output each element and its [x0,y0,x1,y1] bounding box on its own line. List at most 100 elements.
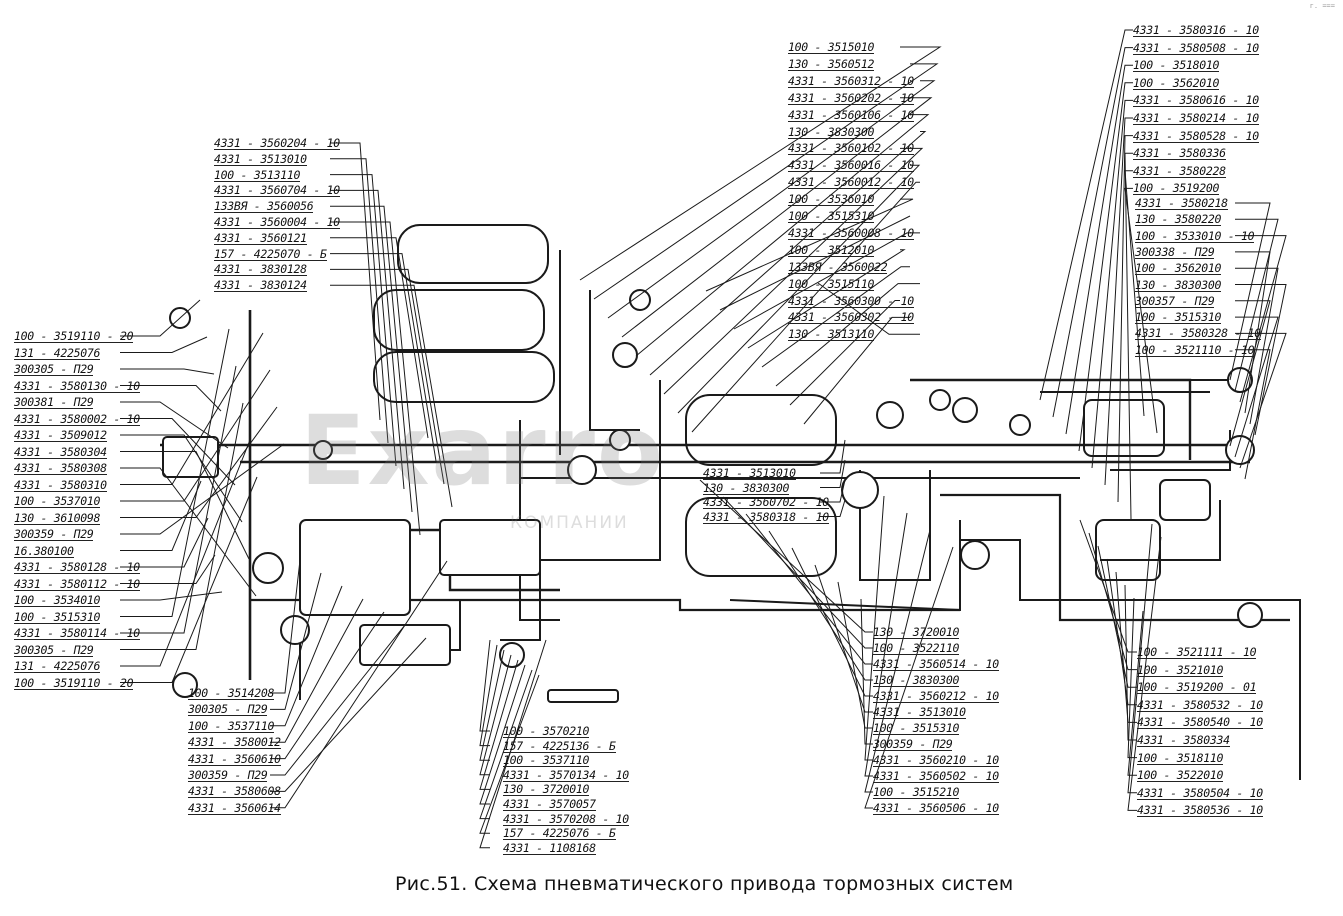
leader-line [1117,135,1133,503]
leader-line [635,114,930,357]
leader-line [1124,584,1137,741]
part-label: 4331 - 3560008 - 10 [788,225,914,240]
part-label: 4331 - 3560702 - 10 [703,495,829,509]
leader-line [705,198,914,292]
part-label: 300305 - П29 [14,642,94,657]
part-label: 100 - 3515310 [1135,310,1222,325]
part-label: 130 - 3580220 [1135,212,1222,227]
part-label: 4331 - 3560202 - 10 [788,90,914,105]
part-label: 300357 - П29 [1135,293,1215,308]
leader-line [649,131,927,376]
valve [1009,414,1031,436]
air-tank [373,289,545,351]
valve [876,401,904,429]
part-label: 4331 - 3560502 - 10 [873,769,999,783]
leader-line [775,283,920,387]
leader-line [1078,82,1133,452]
leader-line [330,253,437,462]
valve-block [162,436,219,478]
valve [172,672,198,698]
part-label: 4331 - 3580128 - 10 [14,560,140,574]
leader-line [330,284,453,508]
leader-line [330,174,397,467]
leader-line [722,496,873,649]
leader-line [120,591,223,601]
part-label: 100 - 3537110 [188,718,275,733]
part-label: 4331 - 3570057 [503,797,596,811]
part-label: 130 - 3830300 [873,673,960,687]
valve [499,642,525,668]
part-label: 300359 - П29 [188,768,268,782]
part-label: 100 - 3515310 [14,609,101,624]
part-label: 4331 - 3830124 [214,278,307,293]
leader-line [1124,152,1133,520]
main-pipe [500,560,541,641]
part-label: 130 - 3830300 [703,480,790,495]
part-label: 4331 - 3560610 [188,751,281,766]
valve [629,289,651,311]
leader-line [1039,29,1133,401]
part-label: 4331 - 3560300 - 10 [788,293,914,308]
part-label: 4331 - 1108168 [503,840,596,855]
leader-line [864,546,954,809]
leader-line [120,401,229,449]
part-label: 4331 - 3580508 - 10 [1133,40,1259,55]
part-label: 100 - 3519110 - 20 [14,329,134,343]
part-label: 157 - 4225076 - Б [503,826,616,841]
part-label: 4331 - 3580334 [1137,733,1230,747]
valve [567,455,597,485]
leader-line [1235,267,1279,425]
leader-line [270,598,364,743]
leader-line [1127,597,1137,759]
part-label: 100 - 3513110 [214,167,301,182]
valve [1227,367,1253,393]
leader-line [733,232,920,330]
leader-line [120,385,222,412]
part-label: 130 - 3720010 [873,625,960,639]
leader-line [1091,99,1133,469]
leader-line [120,336,208,353]
leader-line [1234,316,1279,458]
leader-line [120,328,230,617]
part-label: 100 - 3515310 [788,209,875,223]
leader-line [270,637,427,792]
part-label: 4331 - 3560312 - 10 [788,73,914,88]
leader-line [579,46,942,281]
leader-line [677,164,921,414]
valve [1225,435,1255,465]
part-label: 133ВЯ - 3560056 [214,199,314,214]
leader-line [1235,349,1271,480]
part-label: 300359 - П29 [14,527,94,541]
part-label: 4331 - 3560514 - 10 [873,657,999,671]
air-tank [685,394,837,466]
leader-line [789,300,900,406]
part-label: 4331 - 3560704 - 10 [214,183,340,198]
leader-line [745,513,873,665]
part-label: 4331 - 3509012 [14,428,107,442]
part-label: 300381 - П29 [14,395,94,409]
leader-line [479,669,533,820]
leader-line [120,451,250,560]
part-label: 4331 - 3580616 - 10 [1133,93,1259,108]
leader-line [864,495,885,761]
leader-line [120,418,236,486]
part-label: 4331 - 3580540 - 10 [1137,715,1263,730]
leader-line [820,499,846,517]
part-label: 4331 - 3560004 - 10 [214,215,340,229]
leader-line [1229,300,1271,447]
leader-line [479,674,540,834]
part-label: 4331 - 3580012 [188,735,281,750]
part-label: 4331 - 3580130 - 10 [14,378,140,393]
part-label: 4331 - 3560506 - 10 [873,801,999,815]
part-label: 300338 - П29 [1135,244,1215,259]
part-label: 4331 - 3830128 [214,262,307,277]
part-label: 4331 - 3560210 - 10 [873,753,999,767]
part-label: 100 - 3536010 [788,192,875,207]
leader-line [479,659,519,790]
leader-line [1052,47,1133,418]
leader-line [820,479,846,503]
leader-line [120,434,243,523]
leader-line [1127,536,1162,811]
part-label: 4331 - 3560102 - 10 [788,141,914,156]
valve [960,540,990,570]
